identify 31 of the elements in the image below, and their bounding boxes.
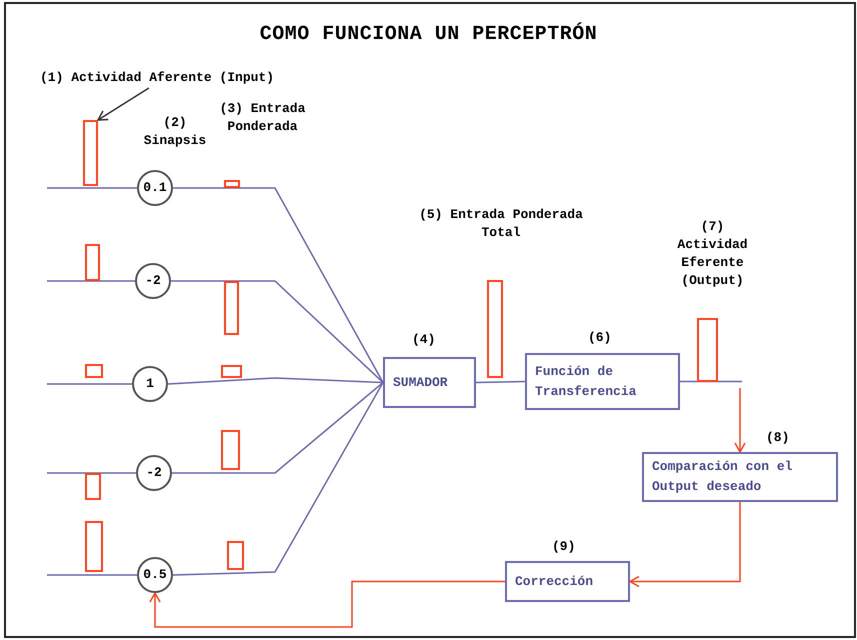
process-box: Corrección — [505, 561, 630, 602]
annotation-label: (7) Actividad Eferente (Output) — [676, 218, 749, 290]
connector-line — [172, 382, 384, 474]
input-bar — [83, 120, 98, 186]
connector-line — [47, 472, 136, 474]
connector-line — [172, 382, 384, 576]
connector-line — [476, 380, 526, 384]
process-box: Comparación con el Output deseado — [642, 452, 838, 502]
feedback-arrow — [734, 388, 746, 453]
annotation-label: (5) Entrada Ponderada Total — [418, 206, 584, 242]
connector-line — [171, 280, 384, 384]
connector-line — [168, 377, 384, 385]
feedback-arrow — [629, 502, 741, 588]
process-box: Función de Transferencia — [525, 353, 680, 410]
step-number: (4) — [412, 331, 436, 349]
process-box: SUMADOR — [383, 357, 476, 408]
annotation-label: (3) Entrada Ponderada — [218, 100, 306, 136]
connector-line — [47, 280, 135, 282]
connector-line — [47, 574, 137, 576]
connector-line — [47, 187, 137, 189]
connector-line — [47, 383, 132, 385]
leader-arrow — [97, 87, 150, 121]
feedback-arrow — [149, 580, 505, 628]
step-number: (8) — [766, 429, 790, 447]
connector-line — [173, 187, 384, 383]
callout-text: (1) Actividad Aferente (Input) — [40, 68, 370, 88]
title: COMO FUNCIONA UN PERCEPTRÓN — [258, 21, 598, 48]
connector-line — [680, 380, 742, 382]
step-number: (9) — [552, 538, 576, 556]
step-number: (6) — [588, 329, 612, 347]
annotation-label: (2) Sinapsis — [142, 114, 208, 150]
